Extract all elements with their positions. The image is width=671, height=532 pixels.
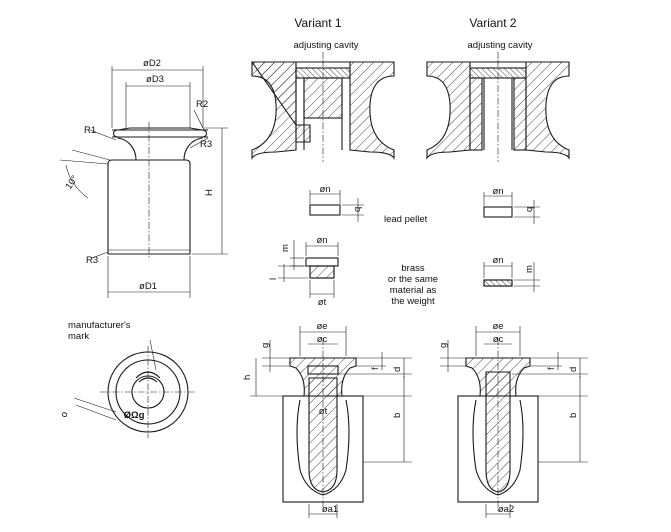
dim-m2: m [524, 265, 535, 273]
dim-l: l [268, 278, 279, 280]
v1-dim-b: b [392, 413, 403, 418]
dim-h: H [204, 189, 215, 196]
pellets: øn q lead pellet øn q øn m l øt [268, 184, 540, 308]
dim-m1: m [280, 244, 291, 252]
mark-label-line2: mark [68, 331, 89, 342]
v1-dim-f: f [370, 367, 381, 370]
variant2-cavity-label: adjusting cavity [468, 40, 533, 51]
v1-dim-c: øc [317, 334, 328, 345]
v2-dim-b: b [568, 413, 579, 418]
v1-dim-h: h [242, 375, 253, 380]
dim-q2: q [524, 207, 535, 212]
dim-n3: øn [316, 235, 327, 246]
weight-side-view: øD2 øD3 R1 R2 R3 R3 10° H øD1 [59, 58, 228, 298]
variant2-full-section: øe øc g f d b øa2 [438, 321, 588, 518]
v2-dim-g: g [438, 343, 449, 348]
dim-r3-top: R3 [200, 139, 212, 150]
v1-dim-e: øe [316, 321, 327, 332]
dim-r1: R1 [84, 125, 96, 136]
v1-dim-a1: øa1 [322, 504, 338, 515]
mark-glyph: ØΩg [124, 410, 145, 421]
brass-label-line1: brass [401, 263, 424, 274]
dim-d3: øD3 [146, 74, 164, 85]
dim-r2: R2 [196, 99, 208, 110]
v2-dim-f: f [546, 367, 557, 370]
v2-dim-a2: øa2 [498, 504, 514, 515]
dim-r3-bottom: R3 [86, 255, 98, 266]
dim-n4: øn [492, 255, 503, 266]
v2-dim-c: øc [493, 334, 504, 345]
variant1-full-section: øe øc g h f d b øt øa1 [242, 321, 412, 518]
dim-t-pellet: øt [318, 297, 327, 308]
v2-dim-d: d [568, 367, 579, 372]
dim-o: o [58, 410, 70, 419]
v1-dim-d: d [392, 367, 403, 372]
variant1-cavity-label: adjusting cavity [294, 40, 359, 51]
dim-n2: øn [492, 186, 503, 197]
variant2-knob-section [426, 60, 570, 162]
mark-label-line1: manufacturer's [68, 320, 131, 331]
dim-d1: øD1 [139, 281, 157, 292]
dim-q1: q [352, 207, 363, 212]
brass-label-line2: or the same [388, 274, 438, 285]
variant1-knob-section [250, 60, 395, 162]
dim-n1: øn [319, 184, 330, 195]
brass-label-line3: material as [390, 285, 437, 296]
variant2-title: Variant 2 [469, 16, 516, 30]
weight-top-view: ØΩg manufacturer's mark o [58, 320, 196, 438]
variant1-title: Variant 1 [294, 16, 341, 30]
brass-label-line4: the weight [391, 296, 435, 307]
v1-dim-t: øt [319, 406, 328, 417]
lead-pellet-label: lead pellet [384, 214, 428, 225]
v2-dim-e: øe [492, 321, 503, 332]
dim-d2: øD2 [143, 58, 161, 69]
v1-dim-g: g [260, 343, 271, 348]
